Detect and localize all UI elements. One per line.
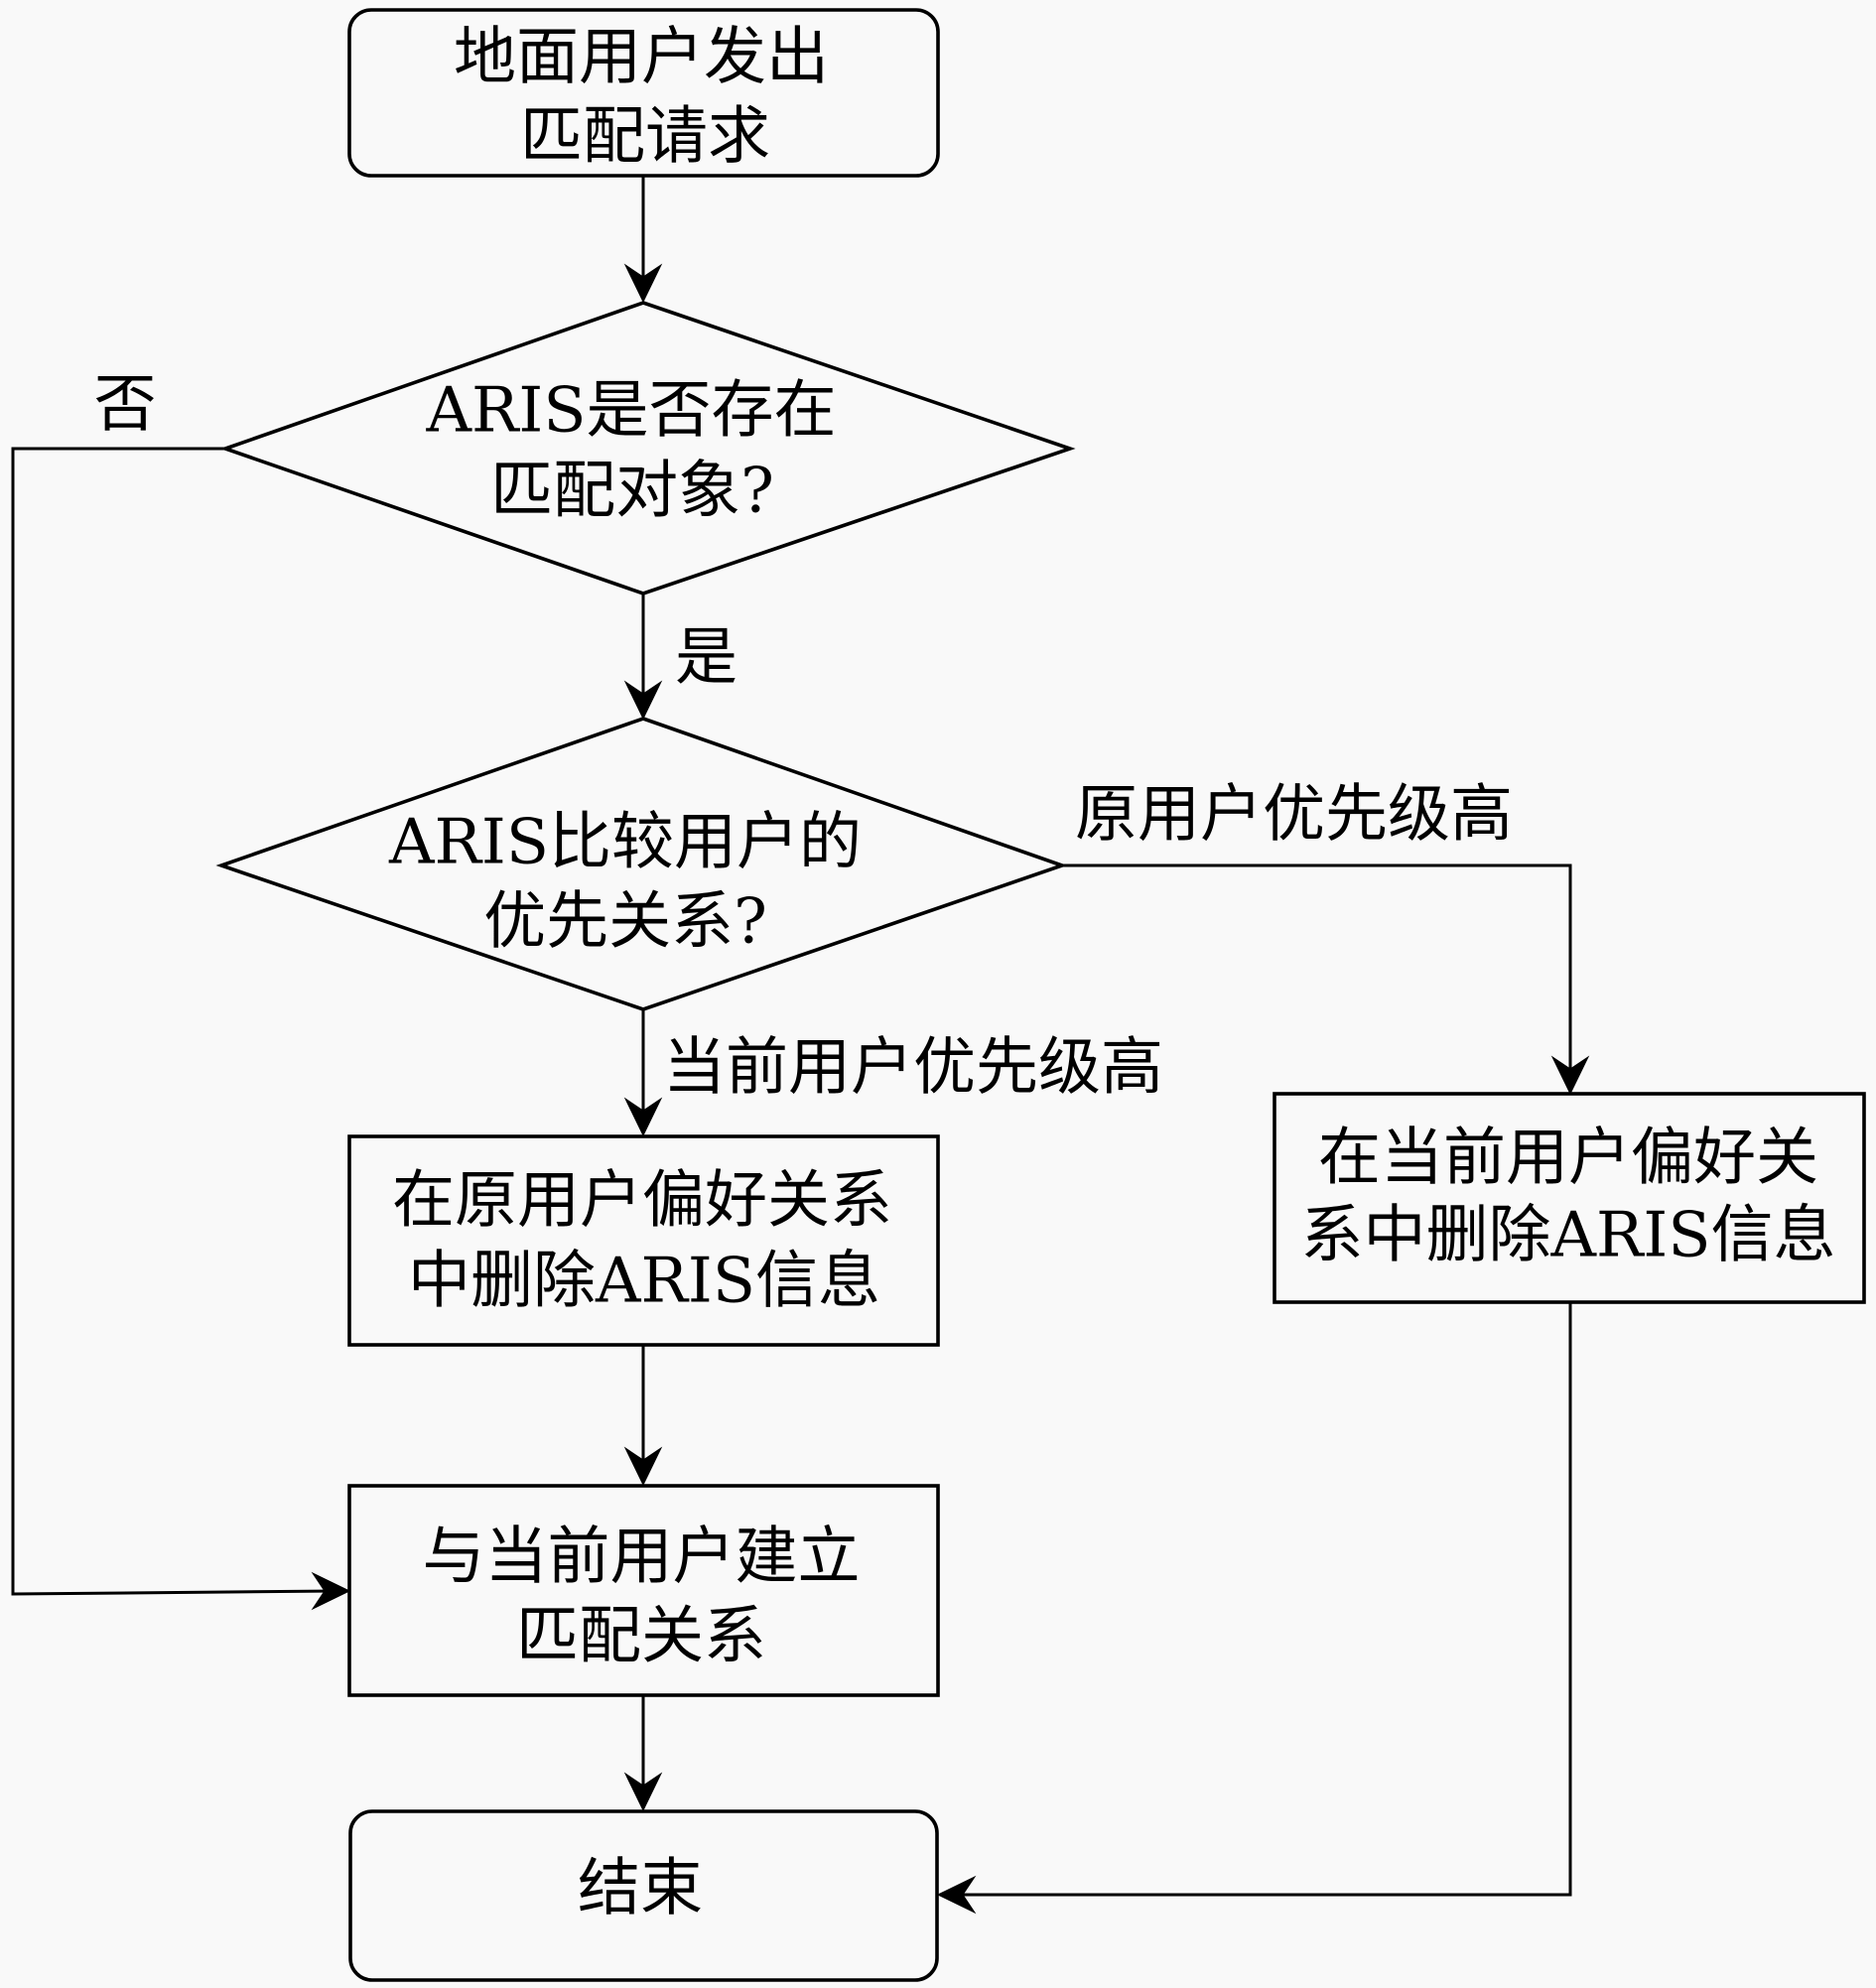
arrowhead-down-icon bbox=[623, 1446, 663, 1487]
edge-delete-current-to-end bbox=[936, 1302, 1572, 1915]
establish-match-label-line-2: 匹配关系 bbox=[516, 1600, 766, 1672]
edge-yes-to-decision-priority: 是 bbox=[623, 594, 737, 721]
node-decision-match-exists: ARIS是否存在 匹配对象? bbox=[219, 301, 1076, 596]
edge-delete-original-to-establish bbox=[623, 1345, 663, 1487]
decision-priority-label-line-2: 优先关系? bbox=[483, 885, 767, 958]
start-label-line-2: 匹配请求 bbox=[520, 100, 770, 173]
edge-label-original-user-higher: 原用户优先级高 bbox=[1075, 778, 1513, 851]
decision-match-label-line-1: ARIS是否存在 bbox=[426, 374, 837, 447]
node-establish-match: 与当前用户建立 匹配关系 bbox=[347, 1484, 940, 1697]
decision-priority-label-line-1: ARIS比较用户的 bbox=[388, 806, 862, 878]
establish-match-label-line-1: 与当前用户建立 bbox=[423, 1521, 861, 1593]
arrowhead-down-icon bbox=[623, 263, 663, 304]
node-end: 结束 bbox=[348, 1809, 939, 1982]
delete-original-label-line-2: 中删除ARIS信息 bbox=[408, 1245, 880, 1317]
arrowhead-down-icon bbox=[1550, 1055, 1590, 1096]
edge-label-yes: 是 bbox=[675, 621, 737, 694]
node-start: 地面用户发出 匹配请求 bbox=[347, 8, 940, 178]
arrowhead-down-icon bbox=[623, 1772, 663, 1812]
delete-original-label-line-1: 在原用户偏好关系 bbox=[392, 1164, 892, 1237]
start-label-line-1: 地面用户发出 bbox=[454, 21, 829, 93]
node-decision-compare-priority: ARIS比较用户的 优先关系? bbox=[215, 717, 1068, 1011]
delete-current-label-line-2: 系中删除ARIS信息 bbox=[1301, 1199, 1836, 1271]
edge-original-higher-to-delete-current: 原用户优先级高 bbox=[1062, 778, 1590, 1096]
connector-line bbox=[953, 1302, 1572, 1897]
node-delete-from-current: 在当前用户偏好关 系中删除ARIS信息 bbox=[1273, 1092, 1866, 1304]
arrowhead-right-icon bbox=[311, 1571, 351, 1611]
edge-start-to-decision-match bbox=[623, 176, 663, 304]
delete-current-label-line-1: 在当前用户偏好关 bbox=[1318, 1122, 1818, 1194]
arrowhead-down-icon bbox=[623, 1097, 663, 1137]
arrowhead-down-icon bbox=[623, 680, 663, 721]
edge-no-to-establish-match: 否 bbox=[11, 368, 351, 1611]
decision-diamond-shape bbox=[219, 301, 1076, 596]
connector-line bbox=[1062, 863, 1572, 1080]
node-delete-from-original: 在原用户偏好关系 中删除ARIS信息 bbox=[347, 1134, 940, 1347]
end-terminal-shape bbox=[348, 1809, 939, 1982]
edge-label-current-user-higher: 当前用户优先级高 bbox=[663, 1031, 1163, 1104]
decision-match-label-line-2: 匹配对象? bbox=[490, 455, 774, 527]
edge-current-higher-to-delete-original: 当前用户优先级高 bbox=[623, 1009, 1163, 1137]
connector-line bbox=[11, 447, 336, 1596]
end-label: 结束 bbox=[578, 1852, 703, 1924]
edge-label-no: 否 bbox=[94, 368, 157, 441]
edge-establish-to-end bbox=[623, 1695, 663, 1812]
arrowhead-left-icon bbox=[936, 1875, 977, 1915]
